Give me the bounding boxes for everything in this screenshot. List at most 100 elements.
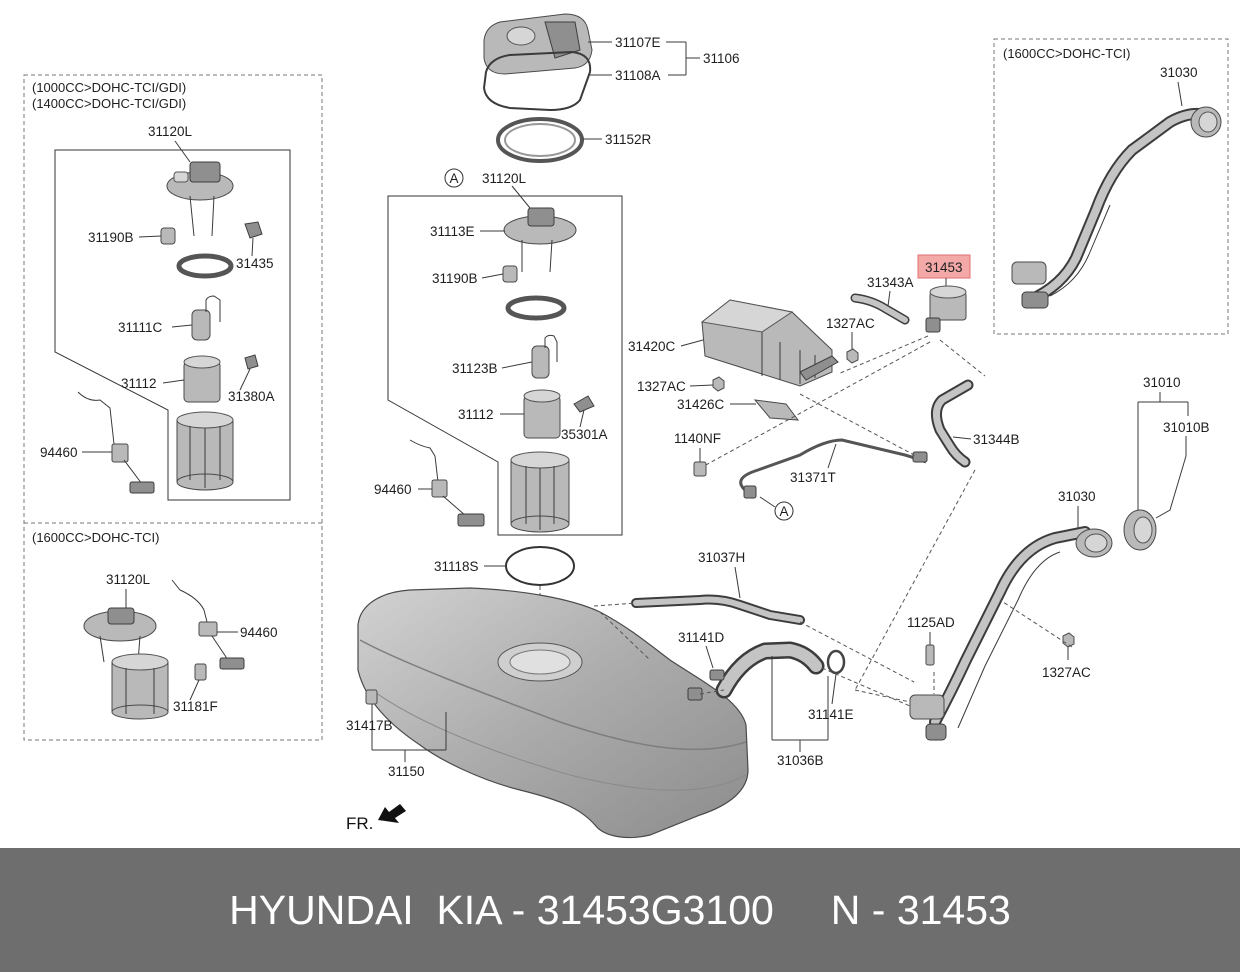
ref-marker-a-circle-center (444, 168, 464, 188)
label-31150: 31150 (388, 764, 425, 779)
tank-part-31417b (365, 689, 378, 705)
filler-neck-1600cc (1024, 107, 1206, 306)
tank-pump-opening-inner (509, 649, 571, 675)
label-1327ac-lower: 1327AC (637, 379, 686, 394)
label-31010: 31010 (1143, 375, 1181, 390)
tank-leaders (371, 704, 447, 762)
left-flange-connector (189, 161, 221, 183)
filler-neck-1600cc-elbow (1011, 261, 1047, 285)
nut-1327ac-canister (846, 348, 859, 364)
fuel-cap-tether-31010b (1155, 455, 1187, 519)
engine-note-1600cc-right: (1600CC>DOHC-TCI) (1003, 46, 1131, 61)
center-sender-wire (409, 439, 439, 483)
label-31420c: 31420C (628, 339, 676, 354)
ref-marker-a-center: A (449, 171, 458, 186)
label-31181f: 31181F (173, 699, 218, 714)
left-assembly-frame (54, 149, 291, 501)
lower-canister-bottom (111, 704, 169, 720)
label-31118s: 31118S (434, 559, 479, 574)
clip-31141d (709, 669, 725, 681)
label-1327ac-filler: 1327AC (1042, 665, 1091, 680)
label-31435: 31435 (236, 256, 274, 271)
filler-neck-1600cc-port (1021, 291, 1049, 309)
center-variant-box: A 31120L 31113E 31190B 31123 (374, 168, 623, 536)
center-sender-float (457, 513, 485, 527)
center-filter-31190b (502, 265, 518, 283)
nut-1327ac-lower (712, 376, 725, 392)
label-31107e: 31107E (615, 35, 661, 50)
ref-marker-a-circle-vapor (774, 501, 794, 521)
label-31120l-center: 31120L (482, 171, 527, 186)
label-31190b-left: 31190B (88, 230, 134, 245)
left-variant-box: (1000CC>DOHC-TCI/GDI) (1400CC>DOHC-TCI/G… (23, 74, 323, 741)
label-31141e: 31141E (808, 707, 854, 722)
filler-leaders (929, 392, 1189, 660)
vapor-leaders (680, 290, 972, 508)
ref-marker-a-vapor: A (779, 504, 788, 519)
tube-31371t-end-connector (912, 451, 928, 463)
connection-lines (593, 335, 1073, 707)
left-filter-31190b (160, 227, 176, 245)
left-flange-port (173, 171, 189, 183)
highlight-box-31453 (917, 254, 971, 279)
label-31152r: 31152R (605, 132, 652, 147)
center-reservoir-top (523, 389, 561, 403)
left-part-31380a (244, 354, 259, 370)
lower-sender-94460 (198, 621, 218, 637)
label-31106: 31106 (703, 51, 740, 66)
left-dashed-frame (23, 74, 323, 741)
label-31112-center: 31112 (458, 407, 494, 422)
label-31030-lower: 31030 (1058, 489, 1096, 504)
engine-note-1000cc: (1000CC>DOHC-TCI/GDI) (32, 80, 186, 95)
label-31120l-lower: 31120L (106, 572, 151, 587)
left-part-31435 (244, 221, 263, 239)
left-leaders (82, 140, 254, 453)
label-31343a: 31343A (867, 275, 914, 290)
tube-31371t-start-connector (743, 485, 757, 499)
label-31010b: 31010B (1163, 420, 1210, 435)
fuel-tank-group: 31118S 31417B 31150 FR. (346, 546, 749, 839)
canister-mount-flange (799, 355, 839, 381)
bracket-31426c (753, 399, 800, 421)
lower-flange-connector (107, 607, 135, 625)
label-31141d: 31141D (678, 630, 725, 645)
label-31371t: 31371T (790, 470, 836, 485)
lower-canister-top (111, 653, 169, 671)
center-fuel-pump-31123b (531, 345, 550, 379)
label-31108a: 31108A (615, 68, 661, 83)
label-1140nf: 1140NF (674, 431, 721, 446)
label-31030-top: 31030 (1160, 65, 1198, 80)
nut-1327ac-filler (1062, 632, 1075, 648)
label-31120l-left: 31120L (148, 124, 193, 139)
center-part-35301a (573, 395, 595, 413)
label-35301a: 35301A (561, 427, 608, 442)
top-leaders (583, 41, 700, 140)
filler-neck-1600cc-mouth-inner (1198, 111, 1218, 133)
label-31112-left: 31112 (121, 376, 157, 391)
hoses-group: 31037H 31141D 31141E 31036B (631, 550, 854, 768)
lock-ring-inner (504, 123, 576, 157)
vapor-valve-top (929, 285, 967, 299)
label-31417b: 31417B (346, 718, 393, 733)
lock-ring (496, 117, 584, 163)
center-pump-bracket (505, 295, 567, 321)
left-pump-tube (205, 295, 221, 322)
right-top-variant-box: (1600CC>DOHC-TCI) 31030 (993, 38, 1229, 335)
label-94460-left: 94460 (40, 445, 78, 460)
vapor-system: 31453 A (628, 254, 1020, 521)
label-31111c: 31111C (118, 320, 163, 335)
clip-31141e (826, 649, 846, 675)
center-canister-top (510, 451, 570, 469)
lower-sender-float (219, 657, 245, 670)
canister-top-face (700, 299, 794, 333)
left-lower-variant-box: (1600CC>DOHC-TCI) 31120L 94460 31181F (32, 530, 278, 720)
tank-seam (359, 639, 747, 751)
label-31123b: 31123B (452, 361, 498, 376)
label-31380a: 31380A (228, 389, 275, 404)
bolt-1140nf (693, 461, 707, 477)
label-31426c: 31426C (677, 397, 725, 412)
tank-filler-port (687, 687, 703, 701)
left-lower-leaders (125, 589, 238, 701)
label-31344b: 31344B (973, 432, 1020, 447)
bolt-1125ad (925, 644, 935, 666)
